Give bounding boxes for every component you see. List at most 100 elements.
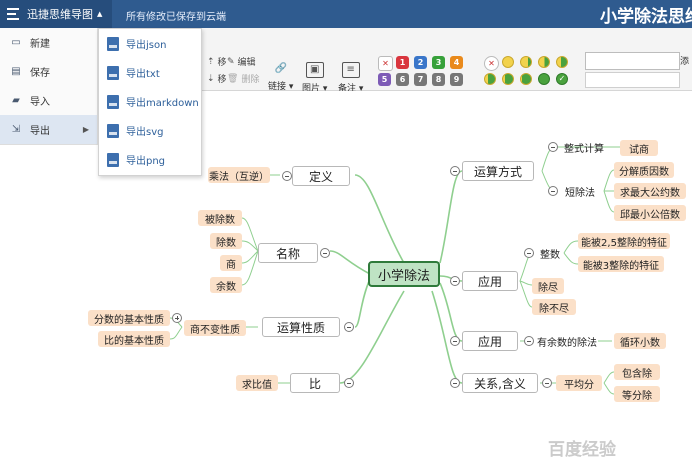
collapse-toggle-icon[interactable]	[450, 276, 460, 286]
node-remainder[interactable]: 余数	[210, 277, 242, 293]
node-operation-properties[interactable]: 运算性质	[262, 317, 340, 337]
node-application-2[interactable]: 应用	[462, 331, 518, 351]
import-folder-icon: ▰	[12, 95, 20, 106]
collapse-toggle-icon[interactable]	[282, 171, 292, 181]
root-node[interactable]: 小学除法	[368, 261, 440, 287]
priority-5-button[interactable]: 5	[378, 73, 391, 86]
markdown-file-icon	[107, 94, 119, 109]
link-button[interactable]: 🔗 链接 ▾	[268, 62, 293, 92]
progress-2-button[interactable]	[538, 56, 550, 68]
export-txt[interactable]: 导出txt	[99, 58, 201, 87]
move-up-icon: ⇡	[207, 56, 215, 67]
collapse-toggle-icon[interactable]	[450, 166, 460, 176]
node-division-with-remainder[interactable]: 有余数的除法	[537, 337, 597, 349]
collapse-toggle-icon[interactable]	[344, 378, 354, 388]
priority-6-button[interactable]: 6	[396, 73, 409, 86]
export-svg[interactable]: 导出svg	[99, 116, 201, 145]
add-resource-button[interactable]: 添	[680, 57, 690, 67]
node-multiplication-inverse[interactable]: 乘法（互逆）	[208, 167, 270, 183]
watermark: 百度经验	[548, 440, 616, 460]
image-button[interactable]: ▣ 图片 ▾	[302, 62, 327, 94]
export-json[interactable]: 导出json	[99, 29, 201, 58]
txt-file-icon	[107, 65, 119, 80]
app-menu-button[interactable]: 迅捷思维导图 ▲	[0, 0, 112, 28]
move-up-button[interactable]: ⇡移	[207, 55, 227, 69]
link-label: 链接 ▾	[268, 82, 294, 92]
priority-7-button[interactable]: 7	[414, 73, 427, 86]
node-calculation-method[interactable]: 运算方式	[462, 161, 534, 181]
collapse-toggle-icon[interactable]	[450, 336, 460, 346]
edit-button[interactable]: ✎编辑	[227, 55, 256, 69]
priority-4-button[interactable]: 4	[450, 56, 463, 69]
node-application[interactable]: 应用	[462, 271, 518, 291]
delete-label: 删除	[241, 75, 260, 85]
collapse-toggle-icon[interactable]	[542, 378, 552, 388]
node-partitive-division[interactable]: 等分除	[614, 386, 660, 402]
menu-item-new[interactable]: ▭ 新建	[0, 28, 97, 57]
resource-list[interactable]	[585, 72, 680, 88]
node-divisor[interactable]: 除数	[210, 233, 242, 249]
node-fraction-property[interactable]: 分数的基本性质	[88, 310, 170, 326]
progress-6-button[interactable]	[520, 73, 532, 85]
node-repeating-decimal[interactable]: 循环小数	[614, 333, 666, 349]
menu-item-save[interactable]: ▤ 保存	[0, 57, 97, 86]
priority-2-button[interactable]: 2	[414, 56, 427, 69]
collapse-toggle-icon[interactable]	[548, 142, 558, 152]
progress-7-button[interactable]	[538, 73, 550, 85]
priority-3-button[interactable]: 3	[432, 56, 445, 69]
node-ratio-value[interactable]: 求比值	[236, 375, 278, 391]
new-file-icon: ▭	[11, 37, 21, 48]
remove-priority-button[interactable]: ✕	[378, 56, 393, 71]
node-equal-sharing[interactable]: 平均分	[556, 375, 602, 391]
note-button[interactable]: ≡ 备注 ▾	[338, 62, 363, 94]
priority-1-button[interactable]: 1	[396, 56, 409, 69]
progress-done-icon[interactable]: ✓	[556, 73, 568, 85]
priority-9-button[interactable]: 9	[450, 73, 463, 86]
collapse-toggle-icon[interactable]	[450, 378, 460, 388]
node-relation-meaning[interactable]: 关系,含义	[462, 373, 538, 393]
caret-down-icon: ▲	[97, 10, 103, 18]
node-prime-factorization[interactable]: 分解质因数	[614, 162, 674, 178]
node-divisible-by-2-5[interactable]: 能被2,5整除的特征	[578, 233, 670, 249]
expand-toggle-icon[interactable]	[172, 313, 182, 323]
collapse-toggle-icon[interactable]	[524, 336, 534, 346]
node-quotient[interactable]: 商	[220, 255, 242, 271]
node-name[interactable]: 名称	[258, 243, 318, 263]
node-ratio-property[interactable]: 比的基本性质	[98, 331, 170, 347]
progress-5-button[interactable]	[502, 73, 514, 85]
svg-file-icon	[107, 123, 119, 138]
node-integer[interactable]: 整数	[540, 249, 560, 261]
node-gcd[interactable]: 求最大公约数	[614, 183, 686, 199]
progress-4-button[interactable]	[484, 73, 496, 85]
progress-3-button[interactable]	[556, 56, 568, 68]
progress-0-button[interactable]	[502, 56, 514, 68]
export-png[interactable]: 导出png	[99, 145, 201, 174]
collapse-toggle-icon[interactable]	[524, 248, 534, 258]
remove-progress-button[interactable]: ✕	[484, 56, 499, 71]
menu-item-export[interactable]: ⇲ 导出 ▶	[0, 115, 97, 144]
delete-button[interactable]: 🗑删除	[227, 72, 260, 86]
progress-1-button[interactable]	[520, 56, 532, 68]
node-definition[interactable]: 定义	[292, 166, 350, 186]
node-exact-division[interactable]: 除尽	[532, 278, 564, 294]
node-trial-quotient[interactable]: 试商	[620, 140, 658, 156]
node-quotient-invariance[interactable]: 商不变性质	[184, 320, 246, 336]
menu-item-import-label: 导入	[30, 97, 50, 108]
priority-8-button[interactable]: 8	[432, 73, 445, 86]
move-down-button[interactable]: ⇣移	[207, 72, 227, 86]
menu-item-import[interactable]: ▰ 导入	[0, 86, 97, 115]
node-divisible-by-3[interactable]: 能被3整除的特征	[578, 256, 664, 272]
collapse-toggle-icon[interactable]	[320, 248, 330, 258]
node-lcm[interactable]: 邱最小公倍数	[614, 205, 686, 221]
export-markdown[interactable]: 导出markdown	[99, 87, 201, 116]
document-title: 小学除法思维	[600, 7, 692, 27]
node-ratio[interactable]: 比	[290, 373, 340, 393]
node-quotative-division[interactable]: 包含除	[614, 364, 660, 380]
collapse-toggle-icon[interactable]	[548, 186, 558, 196]
resource-input[interactable]	[585, 52, 680, 70]
node-integer-calculation[interactable]: 整式计算	[564, 143, 604, 155]
node-dividend[interactable]: 被除数	[198, 210, 242, 226]
collapse-toggle-icon[interactable]	[344, 322, 354, 332]
node-short-division[interactable]: 短除法	[565, 187, 595, 199]
node-inexact-division[interactable]: 除不尽	[532, 299, 576, 315]
